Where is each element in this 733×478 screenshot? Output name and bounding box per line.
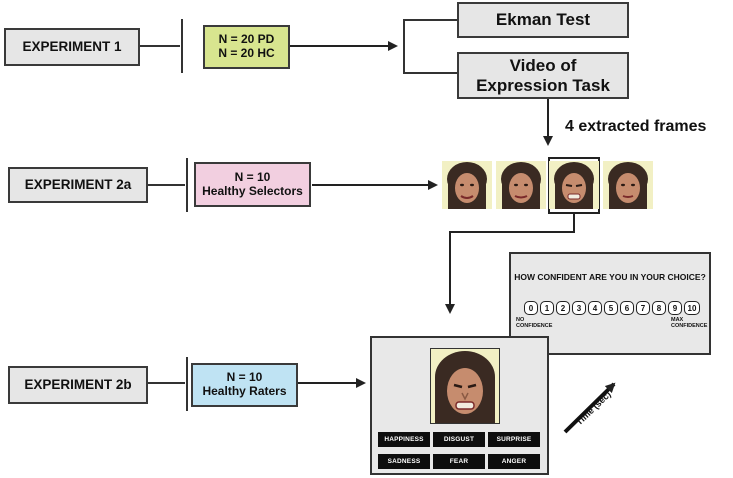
selectors-count: N = 10 — [234, 169, 271, 184]
stimulus-face-image — [435, 351, 495, 423]
emotion-button-sadness[interactable]: SADNESS — [378, 454, 430, 469]
confidence-option-5[interactable]: 5 — [604, 301, 618, 315]
max-confidence-label: MAX CONFIDENCE — [671, 317, 707, 329]
emotion-button-surprise[interactable]: SURPRISE — [488, 432, 540, 447]
max-confidence-line2: CONFIDENCE — [671, 323, 708, 330]
selectors-label: Healthy Selectors — [202, 183, 303, 198]
confidence-option-8[interactable]: 8 — [652, 301, 666, 315]
video-task-line2: Expression Task — [476, 75, 610, 95]
experiment-1-label: EXPERIMENT 1 — [22, 39, 122, 55]
experiment-2a-divider — [186, 158, 188, 212]
extracted-frame-3-selected — [549, 161, 599, 209]
stimulus-face — [430, 348, 500, 424]
experiment-2b-label: EXPERIMENT 2b — [24, 377, 132, 393]
experiment-2b-box: EXPERIMENT 2b — [8, 366, 148, 404]
face-image-2 — [501, 162, 541, 209]
experiment-2a-groups-box: N = 10 Healthy Selectors — [194, 162, 311, 207]
emotion-choice-screen: HAPPINESS DISGUST SURPRISE SADNESS FEAR … — [370, 336, 549, 475]
emotion-button-happiness[interactable]: HAPPINESS — [378, 432, 430, 447]
confidence-option-1[interactable]: 1 — [540, 301, 554, 315]
extracted-frame-4 — [603, 161, 653, 209]
experiment-2a-label: EXPERIMENT 2a — [24, 177, 132, 193]
experiment-1-groups-box: N = 20 PD N = 20 HC — [203, 25, 290, 69]
no-confidence-line2: CONFIDENCE — [516, 323, 553, 330]
task-bracket — [403, 19, 457, 74]
extracted-frame-1 — [442, 161, 492, 209]
confidence-option-0[interactable]: 0 — [524, 301, 538, 315]
no-confidence-label: NO CONFIDENCE — [516, 317, 552, 329]
emotion-button-disgust[interactable]: DISGUST — [433, 432, 485, 447]
emotion-button-anger[interactable]: ANGER — [488, 454, 540, 469]
ekman-test-label: Ekman Test — [495, 10, 591, 30]
confidence-option-7[interactable]: 7 — [636, 301, 650, 315]
confidence-option-9[interactable]: 9 — [668, 301, 682, 315]
emotion-button-fear[interactable]: FEAR — [433, 454, 485, 469]
experiment-2a-box: EXPERIMENT 2a — [8, 167, 148, 203]
confidence-option-3[interactable]: 3 — [572, 301, 586, 315]
confidence-option-10[interactable]: 10 — [684, 301, 700, 315]
raters-count: N = 10 — [226, 370, 263, 385]
ekman-test-box: Ekman Test — [457, 2, 629, 38]
confidence-question: HOW CONFIDENT ARE YOU IN YOUR CHOICE? — [514, 272, 706, 282]
raters-label: Healthy Raters — [202, 384, 287, 398]
pd-group-count: N = 20 PD — [218, 32, 275, 47]
max-confidence-line1: MAX — [671, 317, 684, 323]
confidence-rating-screen: HOW CONFIDENT ARE YOU IN YOUR CHOICE? 0 … — [509, 252, 711, 355]
face-image-4 — [608, 162, 648, 209]
confidence-option-2[interactable]: 2 — [556, 301, 570, 315]
confidence-scale: 0 1 2 3 4 5 6 7 8 9 10 — [524, 301, 700, 315]
time-arrow — [563, 382, 616, 434]
experiment-1-divider — [181, 19, 183, 73]
emotion-options: HAPPINESS DISGUST SURPRISE SADNESS FEAR … — [378, 432, 540, 469]
extracted-frames-caption: 4 extracted frames — [565, 118, 707, 135]
face-image-1 — [447, 162, 487, 209]
experiment-2b-divider — [186, 357, 188, 411]
no-confidence-line1: NO — [516, 317, 525, 323]
video-task-line1: Video of — [509, 55, 577, 75]
confidence-option-4[interactable]: 4 — [588, 301, 602, 315]
experiment-1-box: EXPERIMENT 1 — [4, 28, 140, 66]
extracted-frame-2 — [496, 161, 546, 209]
video-expression-task-box: Video of Expression Task — [457, 52, 629, 99]
experiment-2b-groups-box: N = 10 Healthy Raters — [191, 363, 298, 407]
hc-group-count: N = 20 HC — [218, 46, 275, 60]
face-image-3 — [554, 162, 594, 209]
selected-frame-to-rating-arrow — [445, 214, 575, 314]
confidence-option-6[interactable]: 6 — [620, 301, 634, 315]
